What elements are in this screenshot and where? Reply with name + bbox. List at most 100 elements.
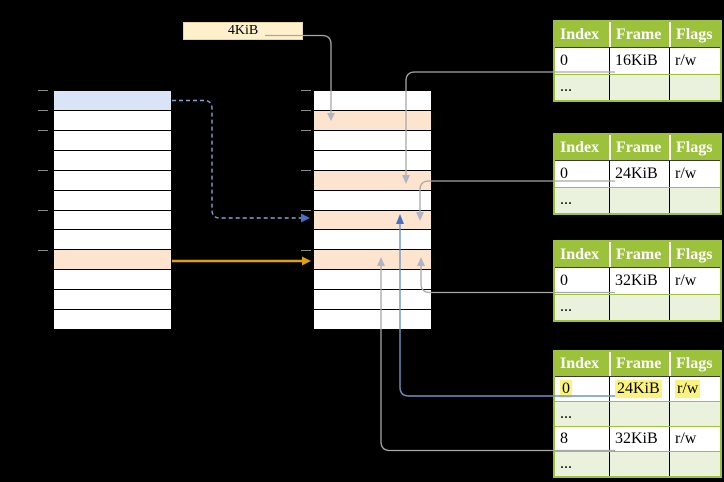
frame-table-cell: 24KiB — [609, 377, 669, 401]
page-table-entry — [54, 130, 171, 151]
frame-table-row: ... — [555, 186, 720, 213]
address-tick — [301, 110, 311, 111]
cell-text: 8 — [560, 430, 568, 447]
frame-table-row: 0 24KiB r/w — [555, 376, 720, 401]
cell-text: r/w — [675, 51, 697, 69]
frame-table-row: ... — [555, 73, 720, 100]
page-size-label: 4KiB — [227, 23, 259, 38]
frame-table-cell: 32KiB — [609, 427, 669, 451]
frame-table-cell: r/w — [669, 427, 720, 451]
address-tick — [38, 250, 48, 251]
arrow-dashed-first-to-second-level — [172, 99, 310, 223]
page-table-entry — [314, 190, 431, 211]
page-table-entry — [54, 110, 171, 131]
column-header: Frame — [609, 242, 669, 268]
address-tick — [38, 210, 48, 211]
page-table-entry — [54, 230, 171, 251]
page-table-entry — [314, 210, 431, 231]
second-level-page-table — [313, 90, 432, 330]
cell-text: 24KiB — [615, 380, 662, 398]
frame-table-row: 0 24KiB r/w — [555, 160, 720, 187]
cell-text: 0 — [560, 164, 568, 182]
cell-text: r/w — [675, 380, 701, 398]
page-table-entry — [314, 310, 431, 330]
frame-table-cell — [609, 294, 669, 320]
frame-table-cell: 8 — [555, 427, 609, 451]
frame-table-cell: ... — [555, 75, 609, 100]
address-tick — [38, 110, 48, 111]
page-table-entry — [314, 150, 431, 171]
address-tick — [38, 170, 48, 171]
column-header: Flags — [669, 352, 720, 376]
frame-table-cell: r/w — [669, 268, 720, 294]
frame-table-cell: 16KiB — [609, 48, 669, 74]
page-table-entry — [314, 170, 431, 191]
frame-table-cell — [609, 74, 669, 100]
page-table-entry — [314, 290, 431, 311]
arrow-orange-first-to-second-level — [172, 256, 311, 266]
column-header: Flags — [669, 135, 720, 161]
frame-table-cell: 32KiB — [609, 268, 669, 294]
frame-table-cell: r/w — [669, 48, 720, 74]
page-table-entry — [314, 250, 431, 271]
page-table-entry — [54, 190, 171, 211]
column-header: Index — [560, 245, 600, 263]
page-table-entry — [54, 250, 171, 271]
frame-table-cell: r/w — [669, 161, 720, 187]
frame-table-cell — [669, 452, 720, 476]
cell-text: 24KiB — [615, 164, 658, 182]
column-header: Frame — [609, 352, 669, 376]
frame-table-cell: 0 — [555, 48, 609, 73]
address-tick — [301, 90, 311, 91]
frame-table-cell: ... — [555, 452, 609, 476]
page-table-entry — [54, 150, 171, 171]
page-size-label-box: 4KiB — [183, 22, 303, 40]
frame-table-cell: 0 — [555, 161, 609, 186]
frame-table-cell — [669, 74, 720, 100]
page-table-entry — [314, 91, 431, 111]
cell-text: r/w — [675, 271, 697, 289]
frame-table-cell: ... — [555, 295, 609, 320]
page-table-entry — [54, 270, 171, 291]
address-tick — [301, 130, 311, 131]
frame-table-cell: 24KiB — [609, 161, 669, 187]
cell-text: ... — [560, 191, 572, 209]
page-table-entry — [54, 310, 171, 330]
page-table-entry — [54, 290, 171, 311]
cell-text: 32KiB — [615, 271, 658, 289]
frame-table-cell — [669, 187, 720, 213]
frame-table-cell: 0 — [555, 377, 609, 401]
column-header: Index — [560, 25, 600, 43]
cell-text: r/w — [675, 430, 697, 447]
address-tick — [301, 170, 311, 171]
page-table-entry — [54, 170, 171, 191]
frame-table-cell: ... — [555, 188, 609, 213]
address-tick — [38, 130, 48, 131]
cell-text: ... — [560, 298, 572, 316]
cell-text: 0 — [560, 51, 568, 69]
cell-text: r/w — [675, 164, 697, 182]
first-level-page-table — [53, 90, 172, 330]
frame-table-cell — [669, 402, 720, 426]
frame-table-row: ... — [555, 401, 720, 426]
frame-table-cell — [609, 402, 669, 426]
page-table-entry — [314, 230, 431, 251]
cell-text: 0 — [560, 380, 572, 398]
column-header: Index — [560, 355, 600, 372]
page-table-entry — [54, 210, 171, 231]
cell-text: 32KiB — [615, 430, 658, 447]
frame-table-row: 0 16KiB r/w — [555, 47, 720, 74]
cell-text: ... — [560, 78, 572, 96]
frame-table-cell — [669, 294, 720, 320]
column-header: Flags — [669, 242, 720, 268]
column-header: Index — [560, 138, 600, 156]
column-header: Frame — [609, 135, 669, 161]
